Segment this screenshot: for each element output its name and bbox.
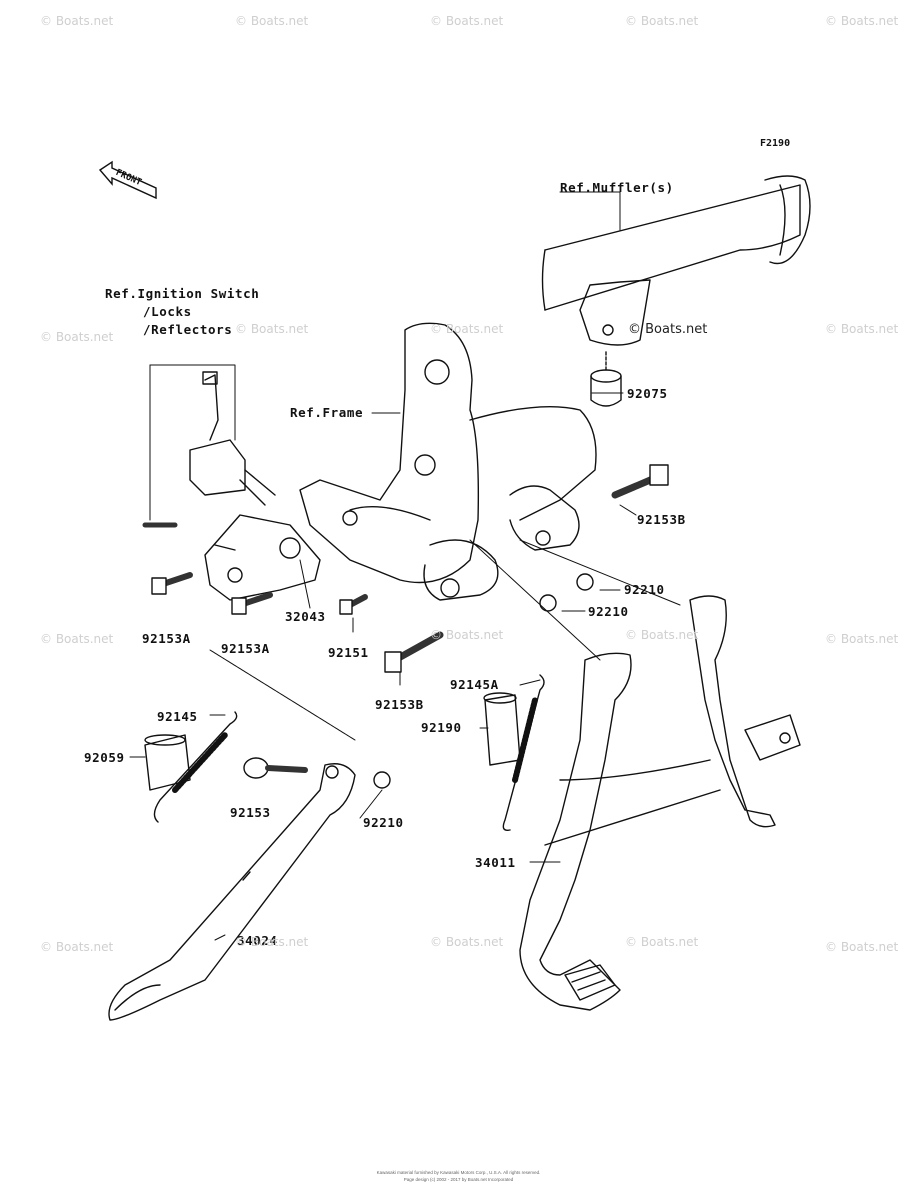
center-stand-34011 bbox=[519, 595, 801, 1011]
frame-outline bbox=[299, 322, 597, 601]
watermark: © Boats.net bbox=[430, 14, 504, 28]
watermark: © Boats.net bbox=[430, 322, 504, 336]
part-label-92153B-upper: 92153B bbox=[637, 512, 686, 527]
watermark: © Boats.net bbox=[825, 632, 899, 646]
spring-92145A bbox=[502, 674, 545, 831]
part-label-92210-small: 92210 bbox=[363, 815, 404, 830]
copyright-line-1: Kawasaki material furnished by Kawasaki … bbox=[376, 1170, 541, 1175]
bolt-92153B-lower bbox=[384, 631, 444, 673]
part-label-92210-upper: 92210 bbox=[624, 582, 665, 597]
muffler-outline bbox=[541, 175, 811, 346]
watermark: © Boats.net bbox=[40, 14, 114, 28]
part-label-92153A-mid: 92153A bbox=[221, 641, 270, 656]
part-label-92059: 92059 bbox=[84, 750, 125, 765]
sidestand-bracket-32043 bbox=[204, 514, 321, 601]
part-label-92190: 92190 bbox=[421, 720, 462, 735]
ref-ignition-label-2: /Locks bbox=[143, 304, 192, 319]
watermark: © Boats.net bbox=[430, 628, 504, 642]
part-label-34011: 34011 bbox=[475, 855, 516, 870]
grommet-92075 bbox=[590, 351, 622, 407]
bolt-92153A-mid bbox=[231, 592, 273, 615]
watermark: © Boats.net bbox=[625, 628, 699, 642]
watermark: © Boats.net bbox=[625, 14, 699, 28]
part-label-92210-lower: 92210 bbox=[588, 604, 629, 619]
copyright-line-2: Page design (c) 2002 - 2017 by Boats.net… bbox=[403, 1177, 514, 1182]
part-label-92145: 92145 bbox=[157, 709, 198, 724]
watermark-dark: © Boats.net bbox=[628, 322, 708, 337]
nuts-92210 bbox=[373, 573, 594, 789]
part-label-92075: 92075 bbox=[627, 386, 668, 401]
side-stand-34024 bbox=[108, 763, 356, 1021]
watermark: © Boats.net bbox=[235, 14, 309, 28]
part-label-92153A-left: 92153A bbox=[142, 631, 191, 646]
ref-muffler-label: Ref.Muffler(s) bbox=[560, 180, 674, 195]
watermark: © Boats.net bbox=[40, 940, 114, 954]
watermark: © Boats.net bbox=[235, 935, 309, 949]
bolt-92151 bbox=[339, 594, 368, 615]
watermark: © Boats.net bbox=[825, 14, 899, 28]
bolt-92153B-upper bbox=[611, 464, 669, 499]
part-label-92153B-lower: 92153B bbox=[375, 697, 424, 712]
ref-ignition-label-1: Ref.Ignition Switch bbox=[105, 286, 260, 301]
part-label-92153: 92153 bbox=[230, 805, 271, 820]
front-direction-arrow-icon: FRONT bbox=[98, 160, 157, 200]
part-label-32043: 32043 bbox=[285, 609, 326, 624]
sidestand-switch bbox=[149, 364, 276, 521]
leader-lines bbox=[129, 191, 681, 941]
watermark: © Boats.net bbox=[825, 940, 899, 954]
collar-92190 bbox=[483, 692, 521, 766]
watermark: © Boats.net bbox=[40, 632, 114, 646]
bolt-92153 bbox=[243, 757, 308, 779]
ref-ignition-label-3: /Reflectors bbox=[143, 322, 233, 337]
ref-frame-label: Ref.Frame bbox=[290, 405, 364, 420]
figure-code: F2190 bbox=[760, 138, 791, 149]
part-label-34024: 34024 bbox=[237, 933, 278, 948]
watermark: © Boats.net bbox=[825, 322, 899, 336]
watermark: © Boats.net bbox=[625, 935, 699, 949]
part-label-92151: 92151 bbox=[328, 645, 369, 660]
part-label-92145A: 92145A bbox=[450, 677, 499, 692]
bolt-92153A-left bbox=[151, 572, 193, 595]
watermark: © Boats.net bbox=[40, 330, 114, 344]
watermark: © Boats.net bbox=[235, 322, 309, 336]
collar-92059 bbox=[144, 734, 191, 791]
watermark: © Boats.net bbox=[430, 935, 504, 949]
spring-92145 bbox=[153, 711, 238, 823]
